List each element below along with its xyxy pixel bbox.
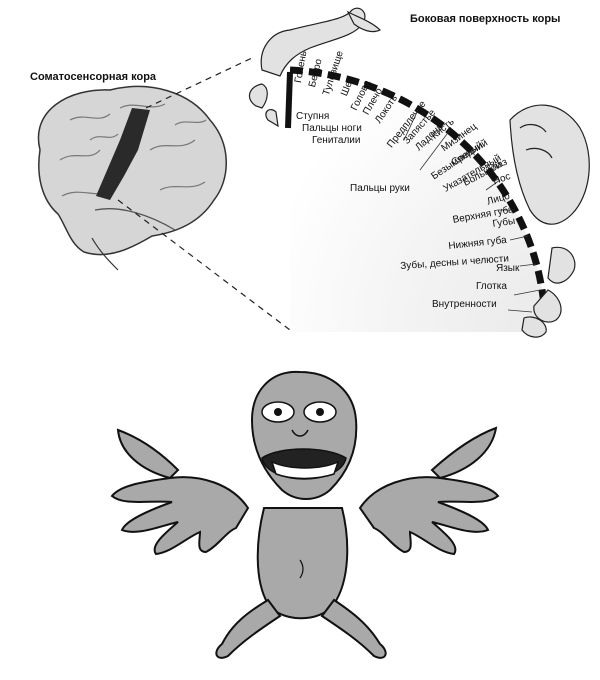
cortex-arc [289,66,549,321]
brain-illustration [37,85,227,271]
label-genitals: Гениталии [312,135,361,146]
somatosensory-band [96,108,150,200]
label-foot: Ступня [296,111,330,122]
label-pharynx: Глотка [476,281,507,292]
label-tongue: Язык [496,263,520,274]
label-toes: Пальцы ноги [302,123,362,134]
label-fingers-group: Пальцы руки [350,183,410,194]
title-lateral-surface: Боковая поверхность коры [410,13,561,25]
title-somatosensory-cortex: Соматосенсорная кора [30,71,157,83]
label-viscera: Внутренности [432,299,497,310]
